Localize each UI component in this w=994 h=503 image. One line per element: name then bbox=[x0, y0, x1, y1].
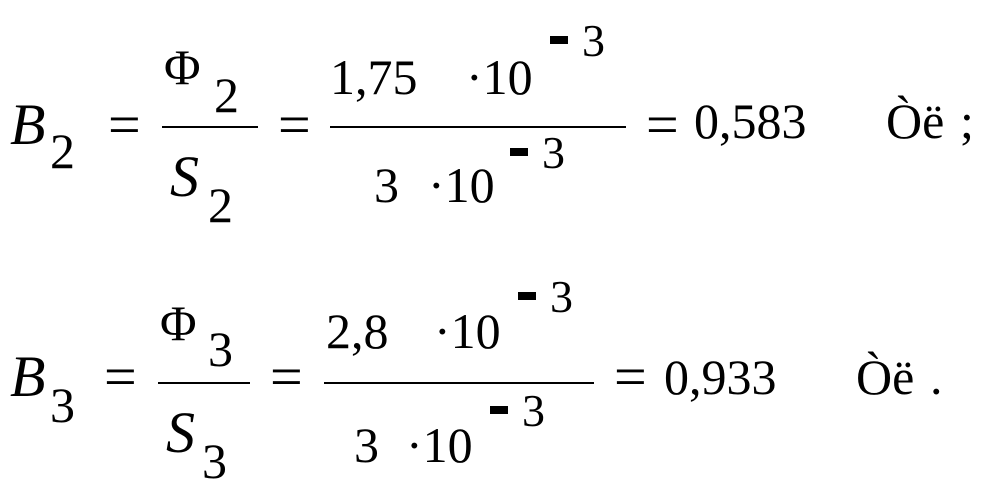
denominator-power-base: ·10 bbox=[406, 417, 473, 473]
equals-sign: = bbox=[270, 344, 303, 409]
fraction-bar bbox=[324, 382, 594, 384]
result-value: 0,933 bbox=[664, 349, 777, 405]
denominator-coefficient: 3 bbox=[374, 157, 399, 213]
exponent-minus-sign bbox=[550, 36, 568, 44]
numerator-exponent: 3 bbox=[582, 15, 605, 66]
equals-sign: = bbox=[278, 92, 311, 157]
end-punctuation: ; bbox=[960, 93, 974, 149]
area-subscript: 2 bbox=[208, 177, 233, 233]
numerator-coefficient: 2,8 bbox=[326, 303, 389, 359]
flux-symbol: Φ bbox=[164, 39, 201, 95]
flux-subscript: 2 bbox=[214, 67, 239, 123]
end-punctuation: . bbox=[930, 349, 943, 405]
denominator-exponent: 3 bbox=[542, 127, 565, 178]
equals-sign: = bbox=[108, 92, 141, 157]
result-value: 0,583 bbox=[694, 93, 807, 149]
lhs-variable: B bbox=[10, 344, 46, 409]
area-symbol: S bbox=[170, 144, 199, 209]
area-symbol: S bbox=[166, 400, 195, 465]
fraction-bar bbox=[330, 126, 626, 128]
numerator-power-base: ·10 bbox=[434, 303, 501, 359]
exponent-minus-sign bbox=[518, 292, 536, 300]
fraction-bar bbox=[158, 382, 250, 384]
unit-label: Òë bbox=[886, 93, 945, 149]
area-subscript: 3 bbox=[202, 433, 227, 489]
numerator-exponent: 3 bbox=[550, 271, 573, 322]
denominator-power-base: ·10 bbox=[428, 157, 495, 213]
lhs-variable: B bbox=[10, 92, 46, 157]
numerator-power-base: ·10 bbox=[466, 49, 533, 105]
lhs-subscript: 2 bbox=[50, 123, 75, 179]
flux-symbol: Φ bbox=[160, 295, 197, 351]
flux-subscript: 3 bbox=[208, 321, 233, 377]
fraction-bar bbox=[162, 126, 258, 128]
equals-sign: = bbox=[646, 92, 679, 157]
equals-sign: = bbox=[614, 344, 647, 409]
denominator-coefficient: 3 bbox=[354, 417, 379, 473]
denominator-exponent: 3 bbox=[522, 385, 545, 436]
numerator-coefficient: 1,75 bbox=[330, 49, 418, 105]
unit-label: Òë bbox=[856, 349, 915, 405]
exponent-minus-sign bbox=[490, 406, 508, 414]
lhs-subscript: 3 bbox=[50, 377, 75, 433]
exponent-minus-sign bbox=[510, 148, 528, 156]
equals-sign: = bbox=[104, 344, 137, 409]
